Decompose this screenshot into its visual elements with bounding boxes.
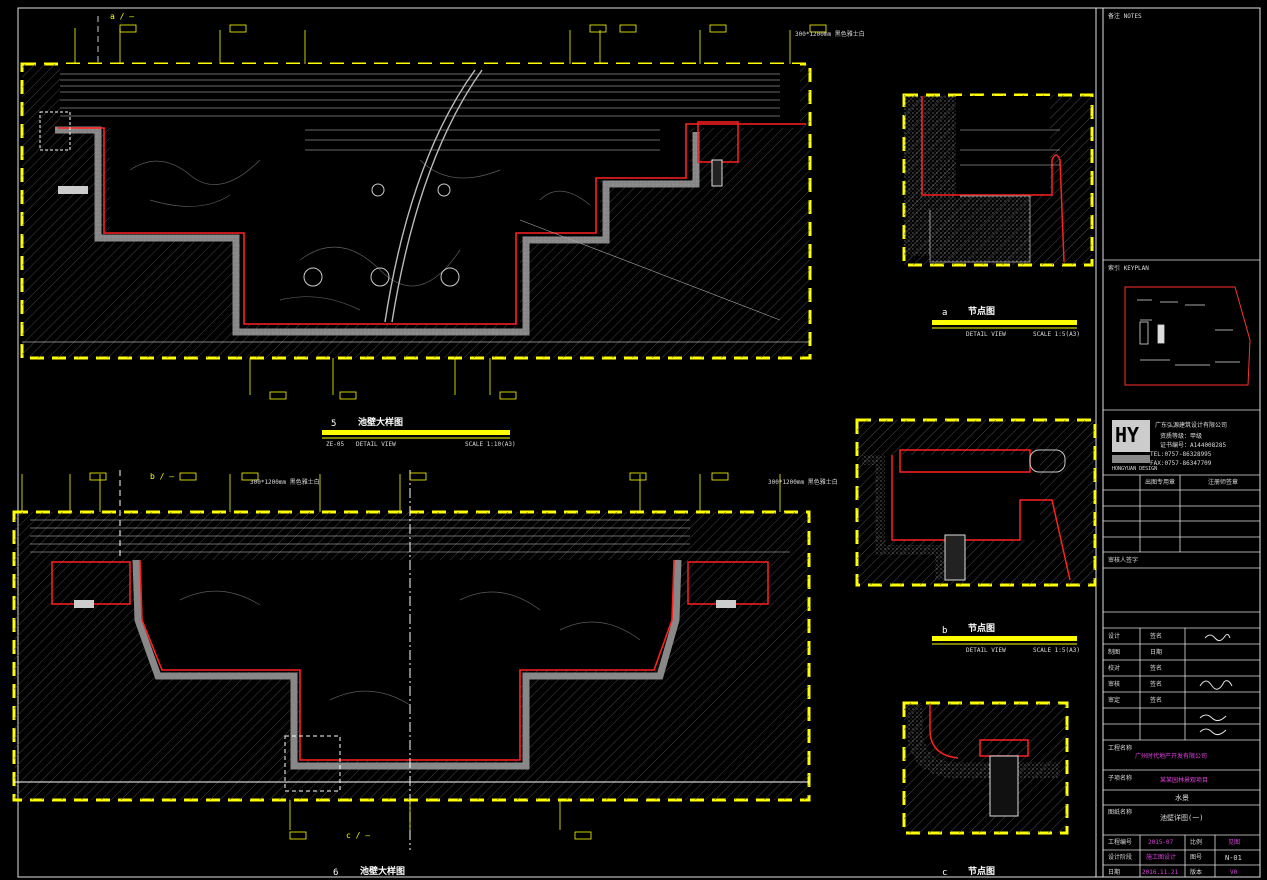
drawing-no-label: 图号 — [1190, 854, 1203, 861]
sub-item-value: 水景 — [1175, 794, 1189, 802]
row-label-3: 校对 — [1108, 665, 1121, 672]
node-b-title: 节点图 — [968, 624, 996, 634]
row-value-4: 签名 — [1150, 681, 1163, 688]
project-label: 工程名称 — [1108, 745, 1133, 752]
detail-6-number: 6 — [333, 868, 339, 878]
tile-note-5: 300*1200mm 黑色雅士白 — [795, 31, 865, 38]
review-label: 审核人签字 — [1108, 557, 1139, 564]
row-label-5: 审定 — [1108, 697, 1121, 704]
project-name: 某某园林景观项目 — [1160, 777, 1209, 784]
tile-note-6a: 300*1200mm 黑色雅士白 — [250, 479, 320, 486]
title-block — [1103, 259, 1260, 877]
company-sub: HONGYUAN DESIGN — [1112, 466, 1158, 472]
sign-label: 注册师签章 — [1208, 479, 1239, 486]
row-label-4: 审核 — [1108, 681, 1121, 688]
node-b-letter: b — [942, 626, 948, 636]
phase-label: 设计阶段 — [1108, 854, 1133, 861]
company-line-2: 证书编号：A144008285 — [1160, 442, 1227, 449]
job-no: 2015-07 — [1148, 839, 1174, 846]
detail-6-title: 池壁大样图 — [360, 867, 406, 877]
node-b-section — [855, 418, 1097, 645]
tile-note-6b: 300*1200mm 黑色雅士白 — [768, 479, 838, 486]
detail-5-number: 5 — [331, 419, 337, 429]
sub-item-label: 子项名称 — [1108, 775, 1133, 782]
node-b-sub-right: SCALE 1:5(A3) — [1033, 647, 1080, 654]
node-a-letter: a — [942, 308, 948, 318]
detail-5-title: 池壁大样图 — [358, 418, 404, 428]
job-no-label: 工程编号 — [1108, 839, 1133, 846]
callout-b-ref[interactable]: b / — — [150, 472, 175, 481]
scale-value: 见图 — [1228, 839, 1241, 846]
signatures — [1199, 633, 1233, 736]
node-c-section — [902, 701, 1069, 835]
seal-label: 出图专用章 — [1145, 479, 1176, 486]
sheet-frame — [17, 7, 1261, 878]
node-a-title: 节点图 — [968, 307, 996, 317]
client-name: 广州时代地产开发有限公司 — [1135, 753, 1208, 760]
node-c-title: 节点图 — [968, 867, 996, 877]
row-label-2: 制图 — [1108, 649, 1121, 656]
node-b-sub-center: DETAIL VIEW — [966, 647, 1006, 654]
drawing-no: N-01 — [1225, 854, 1242, 862]
company-line-1: 资质等级：甲级 — [1160, 433, 1203, 440]
row-value-1: 签名 — [1150, 633, 1163, 640]
detail-6-section — [12, 470, 811, 850]
scale-label: 比例 — [1190, 839, 1203, 846]
company-line-3: TEL:0757-86328995 — [1150, 451, 1212, 458]
phase-value: 施工图设计 — [1146, 854, 1177, 861]
node-a-sub-right: SCALE 1:5(A3) — [1033, 331, 1080, 338]
key-plan-sketch — [1124, 286, 1251, 386]
logo-mark — [1112, 420, 1150, 463]
version-label: 版本 — [1190, 869, 1203, 876]
detail-5-sub-left: ZE-05 — [326, 441, 345, 448]
date-value: 2016.11.21 — [1142, 869, 1179, 876]
company-line-4: FAX:0757-86347709 — [1150, 460, 1212, 467]
row-value-2: 日期 — [1150, 649, 1163, 656]
drawing-name: 池壁详图(一) — [1160, 814, 1204, 822]
detail-5-section — [20, 16, 827, 439]
version-value: V0 — [1230, 869, 1238, 876]
keyplan-label: 索引 KEYPLAN — [1108, 265, 1149, 272]
drawing-name-label: 图纸名称 — [1108, 809, 1133, 816]
notes-label: 备注 NOTES — [1108, 13, 1142, 20]
row-value-5: 签名 — [1150, 697, 1163, 704]
row-label-1: 设计 — [1108, 633, 1121, 640]
detail-5-sub-center: DETAIL VIEW — [356, 441, 396, 448]
row-value-3: 签名 — [1150, 665, 1163, 672]
node-a-sub-center: DETAIL VIEW — [966, 331, 1006, 338]
node-a-section — [902, 93, 1094, 329]
logo-text: HY — [1115, 423, 1140, 447]
callout-c-ref[interactable]: c / — — [346, 831, 371, 840]
callout-a-ref[interactable]: a / — — [110, 12, 135, 21]
date-label: 日期 — [1108, 869, 1121, 876]
detail-5-sub-right: SCALE 1:10(A3) — [465, 441, 516, 448]
node-c-letter: c — [942, 868, 948, 878]
company-name: 广东弘源建筑设计有限公司 — [1155, 422, 1228, 429]
